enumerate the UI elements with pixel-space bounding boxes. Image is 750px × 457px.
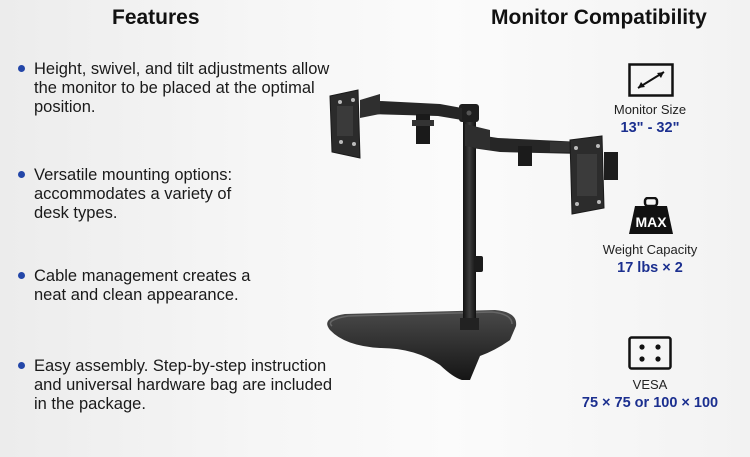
vesa-spec: VESA 75 × 75 or 100 × 100 (570, 377, 730, 411)
feature-text: Easy assembly. Step-by-step instruction … (34, 357, 333, 413)
vesa-holes-icon (628, 336, 672, 375)
monitor-size-spec: Monitor Size 13" - 32" (570, 102, 730, 136)
compatibility-heading: Monitor Compatibility (491, 6, 707, 29)
weight-capacity-value: 17 lbs × 2 (617, 260, 683, 276)
bullet-icon (18, 362, 25, 369)
monitor-size-value: 13" - 32" (620, 120, 680, 136)
weight-capacity-label: Weight Capacity (602, 242, 698, 257)
bullet-icon (18, 171, 25, 178)
max-weight-icon: MAX (628, 196, 674, 240)
feature-text: Versatile mounting options: accommodates… (34, 166, 233, 222)
vesa-label: VESA (632, 377, 668, 392)
vesa-value: 75 × 75 or 100 × 100 (581, 395, 719, 411)
diagonal-arrow-screen-icon (628, 63, 674, 102)
max-label: MAX (635, 214, 667, 230)
bullet-icon (18, 272, 25, 279)
feature-text: Cable management creates a neat and clea… (34, 267, 251, 304)
dual-monitor-stand-image (327, 89, 618, 380)
feature-text: Height, swivel, and tilt adjustments all… (34, 60, 330, 116)
features-heading: Features (112, 6, 200, 29)
monitor-size-label: Monitor Size (613, 102, 687, 117)
weight-capacity-spec: Weight Capacity 17 lbs × 2 (570, 242, 730, 276)
bullet-icon (18, 65, 25, 72)
